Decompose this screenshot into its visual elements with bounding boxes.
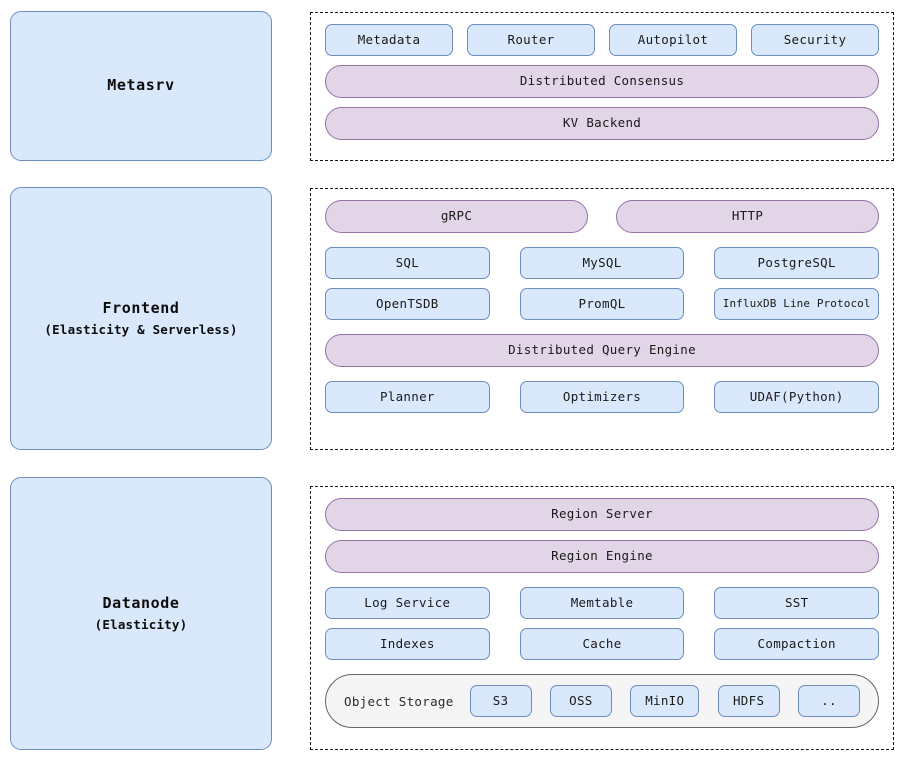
- role-title-datanode: Datanode: [102, 593, 180, 612]
- object-storage-backends: S3 OSS MinIO HDFS ..: [469, 685, 860, 717]
- node-cache[interactable]: Cache: [519, 628, 685, 660]
- node-sst[interactable]: SST: [714, 587, 880, 619]
- node-compaction[interactable]: Compaction: [714, 628, 880, 660]
- row-frontend-interfaces-1: SQL MySQL PostgreSQL: [325, 247, 880, 279]
- node-autopilot[interactable]: Autopilot: [609, 24, 737, 56]
- node-s3[interactable]: S3: [469, 685, 532, 717]
- row-datanode-storage-2: Indexes Cache Compaction: [325, 628, 880, 660]
- role-subtitle-frontend: (Elasticity & Serverless): [44, 321, 238, 337]
- row-frontend-query-components: Planner Optimizers UDAF(Python): [325, 381, 880, 413]
- group-datanode: Region Server Region Engine Log Service …: [310, 486, 894, 750]
- node-influxdb-line-protocol[interactable]: InfluxDB Line Protocol: [714, 288, 880, 320]
- node-oss[interactable]: OSS: [549, 685, 612, 717]
- role-title-frontend: Frontend: [102, 298, 180, 317]
- node-sql[interactable]: SQL: [325, 247, 490, 279]
- node-log-service[interactable]: Log Service: [325, 587, 490, 619]
- node-promql[interactable]: PromQL: [519, 288, 685, 320]
- role-subtitle-datanode: (Elasticity): [94, 616, 188, 632]
- row-frontend-protocols: gRPC HTTP: [325, 200, 879, 233]
- node-metadata[interactable]: Metadata: [325, 24, 453, 56]
- node-opentsdb[interactable]: OpenTSDB: [325, 288, 490, 320]
- object-storage-container: Object Storage S3 OSS MinIO HDFS ..: [325, 674, 879, 728]
- node-distributed-consensus[interactable]: Distributed Consensus: [325, 65, 879, 98]
- node-indexes[interactable]: Indexes: [325, 628, 490, 660]
- row-metasrv-kv-backend: KV Backend: [325, 107, 879, 140]
- row-datanode-region-engine: Region Engine: [325, 540, 879, 573]
- role-panel-metasrv: Metasrv: [10, 11, 272, 161]
- node-memtable[interactable]: Memtable: [519, 587, 685, 619]
- row-frontend-query-engine: Distributed Query Engine: [325, 334, 879, 367]
- node-udaf-python[interactable]: UDAF(Python): [714, 381, 880, 413]
- role-panel-frontend: Frontend (Elasticity & Serverless): [10, 187, 272, 450]
- row-frontend-interfaces-2: OpenTSDB PromQL InfluxDB Line Protocol: [325, 288, 880, 320]
- node-mysql[interactable]: MySQL: [519, 247, 685, 279]
- row-datanode-region-server: Region Server: [325, 498, 879, 531]
- node-router[interactable]: Router: [467, 24, 595, 56]
- node-postgresql[interactable]: PostgreSQL: [714, 247, 880, 279]
- node-optimizers[interactable]: Optimizers: [519, 381, 685, 413]
- node-distributed-query-engine[interactable]: Distributed Query Engine: [325, 334, 879, 367]
- node-planner[interactable]: Planner: [325, 381, 490, 413]
- row-metasrv-consensus: Distributed Consensus: [325, 65, 879, 98]
- node-grpc[interactable]: gRPC: [325, 200, 588, 233]
- object-storage-label: Object Storage: [344, 693, 454, 709]
- row-metasrv-services: Metadata Router Autopilot Security: [325, 24, 879, 56]
- group-metasrv: Metadata Router Autopilot Security Distr…: [310, 12, 894, 161]
- node-minio[interactable]: MinIO: [630, 685, 700, 717]
- role-title-metasrv: Metasrv: [107, 76, 175, 95]
- node-kv-backend[interactable]: KV Backend: [325, 107, 879, 140]
- node-region-engine[interactable]: Region Engine: [325, 540, 879, 573]
- node-hdfs[interactable]: HDFS: [717, 685, 780, 717]
- group-frontend: gRPC HTTP SQL MySQL PostgreSQL OpenTSDB …: [310, 188, 894, 450]
- node-http[interactable]: HTTP: [616, 200, 879, 233]
- node-region-server[interactable]: Region Server: [325, 498, 879, 531]
- node-security[interactable]: Security: [751, 24, 879, 56]
- role-panel-datanode: Datanode (Elasticity): [10, 477, 272, 750]
- node-more[interactable]: ..: [797, 685, 860, 717]
- row-datanode-storage-1: Log Service Memtable SST: [325, 587, 880, 619]
